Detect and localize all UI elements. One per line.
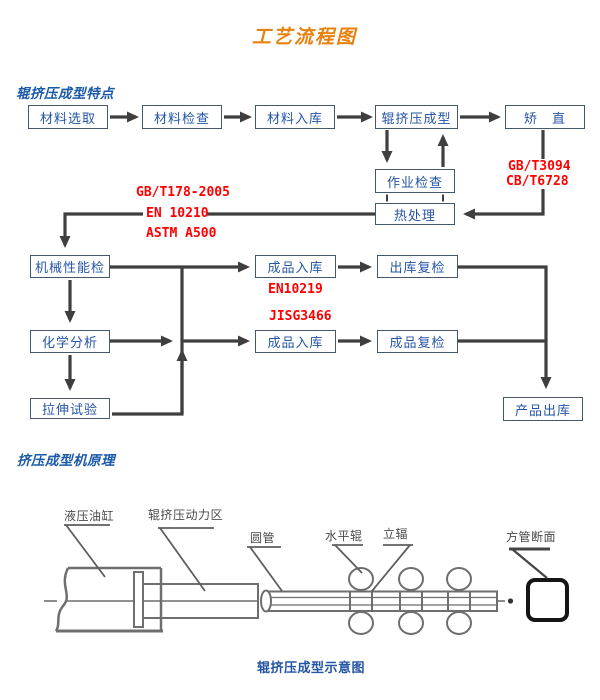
standard-en10219: EN10219 bbox=[268, 282, 323, 297]
standard-gbt3094: GB/T3094 bbox=[508, 159, 571, 174]
box-heat-treatment: 热处理 bbox=[375, 203, 455, 225]
box-tensile-test: 拉伸试验 bbox=[30, 398, 110, 419]
machine-caption: 辊挤压成型示意图 bbox=[257, 661, 366, 676]
box-product-storage-1: 成品入库 bbox=[255, 255, 336, 278]
roller-contact-lines bbox=[349, 592, 471, 611]
label-round-tube: 圆管 bbox=[250, 531, 276, 545]
standard-cbt6728: CB/T6728 bbox=[506, 174, 569, 189]
standard-gbt178: GB/T178-2005 bbox=[136, 185, 230, 200]
machine-schematic bbox=[44, 524, 569, 635]
box-material-inspect: 材料检查 bbox=[142, 105, 222, 129]
round-tube-body bbox=[265, 590, 498, 612]
principle-heading: 挤压成型机原理 bbox=[17, 453, 115, 469]
standard-en10210: EN 10210 bbox=[146, 206, 209, 221]
label-leaders bbox=[64, 524, 550, 592]
square-tube-outline bbox=[526, 578, 569, 622]
box-outbound-recheck: 出库复检 bbox=[377, 255, 458, 278]
rollers bbox=[348, 567, 472, 635]
box-product-outbound: 产品出库 bbox=[503, 397, 583, 421]
piston-plate bbox=[133, 571, 144, 628]
box-material-select: 材料选取 bbox=[28, 105, 108, 129]
piston-rod bbox=[142, 583, 259, 619]
box-connector-ticks bbox=[386, 194, 444, 202]
box-operation-check: 作业检查 bbox=[375, 169, 455, 193]
page-title: 工艺流程图 bbox=[252, 26, 358, 48]
box-straightening: 矫 直 bbox=[505, 105, 585, 129]
label-square-tube: 方管断面 bbox=[506, 530, 557, 544]
box-product-storage-2: 成品入库 bbox=[255, 330, 336, 353]
standard-jisg3466: JISG3466 bbox=[269, 309, 332, 324]
label-horizontal-roller: 水平辊 bbox=[325, 529, 363, 543]
cylinder-body bbox=[54, 566, 163, 633]
tube-end-ellipse bbox=[260, 589, 272, 613]
centerline-dot bbox=[507, 598, 514, 604]
label-roll-power-zone: 辊挤压动力区 bbox=[148, 508, 224, 522]
box-roll-extrusion: 辊挤压成型 bbox=[375, 105, 458, 129]
box-product-recheck: 成品复检 bbox=[377, 330, 458, 353]
box-chemical-analysis: 化学分析 bbox=[30, 330, 110, 353]
label-vertical-roller: 立辐 bbox=[383, 527, 409, 541]
label-hydraulic-cylinder: 液压油缸 bbox=[64, 509, 115, 523]
standard-astm: ASTM A500 bbox=[146, 226, 217, 241]
box-mechanical-test: 机械性能检 bbox=[30, 255, 110, 278]
features-heading: 辊挤压成型特点 bbox=[16, 86, 114, 102]
box-material-storage: 材料入库 bbox=[255, 105, 335, 129]
